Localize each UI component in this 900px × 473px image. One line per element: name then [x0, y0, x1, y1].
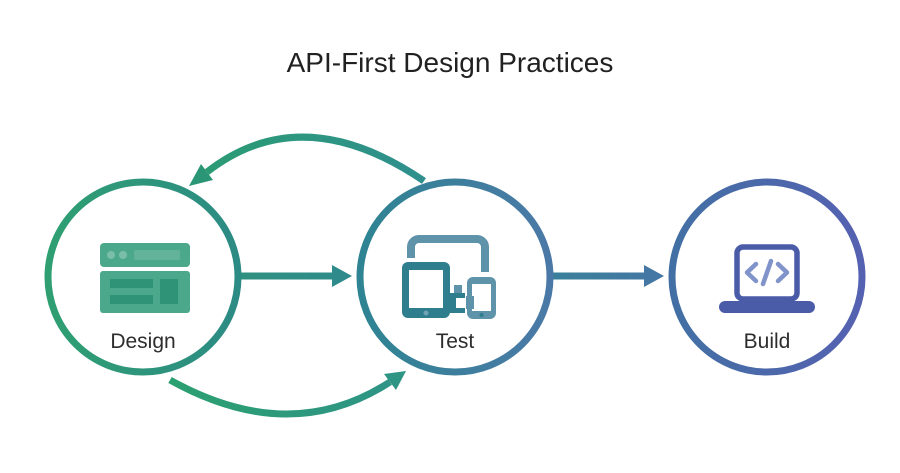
build-node: Build [668, 178, 866, 376]
curved-arrow-bottom-arrowhead [384, 371, 406, 390]
design-label: Design [110, 330, 175, 353]
arrow-design-to-test-arrowhead [332, 265, 352, 287]
test-label: Test [436, 330, 475, 353]
diagram-title: API-First Design Practices [287, 47, 614, 78]
laptop-base [719, 301, 815, 313]
code-right-chevron [775, 261, 790, 284]
curved-arrow-top-path [204, 133, 426, 184]
curved-arrow-test-to-design [189, 133, 426, 186]
browser-window-icon [100, 243, 190, 313]
test-node: Test [356, 178, 554, 376]
curved-arrow-design-to-test [168, 371, 406, 418]
test-circle [356, 178, 554, 376]
curved-arrow-top-arrowhead [189, 164, 213, 186]
arrow-test-to-build [549, 265, 664, 287]
arrow-design-to-test [237, 265, 352, 287]
design-node: Design [44, 178, 242, 376]
code-slash [760, 258, 774, 287]
curved-arrow-bottom-path [168, 376, 392, 418]
code-left-chevron [744, 261, 759, 284]
laptop-code-icon [719, 244, 815, 313]
arrow-test-to-build-arrowhead [644, 265, 664, 287]
build-label: Build [744, 330, 791, 353]
responsive-devices-icon [398, 235, 501, 324]
